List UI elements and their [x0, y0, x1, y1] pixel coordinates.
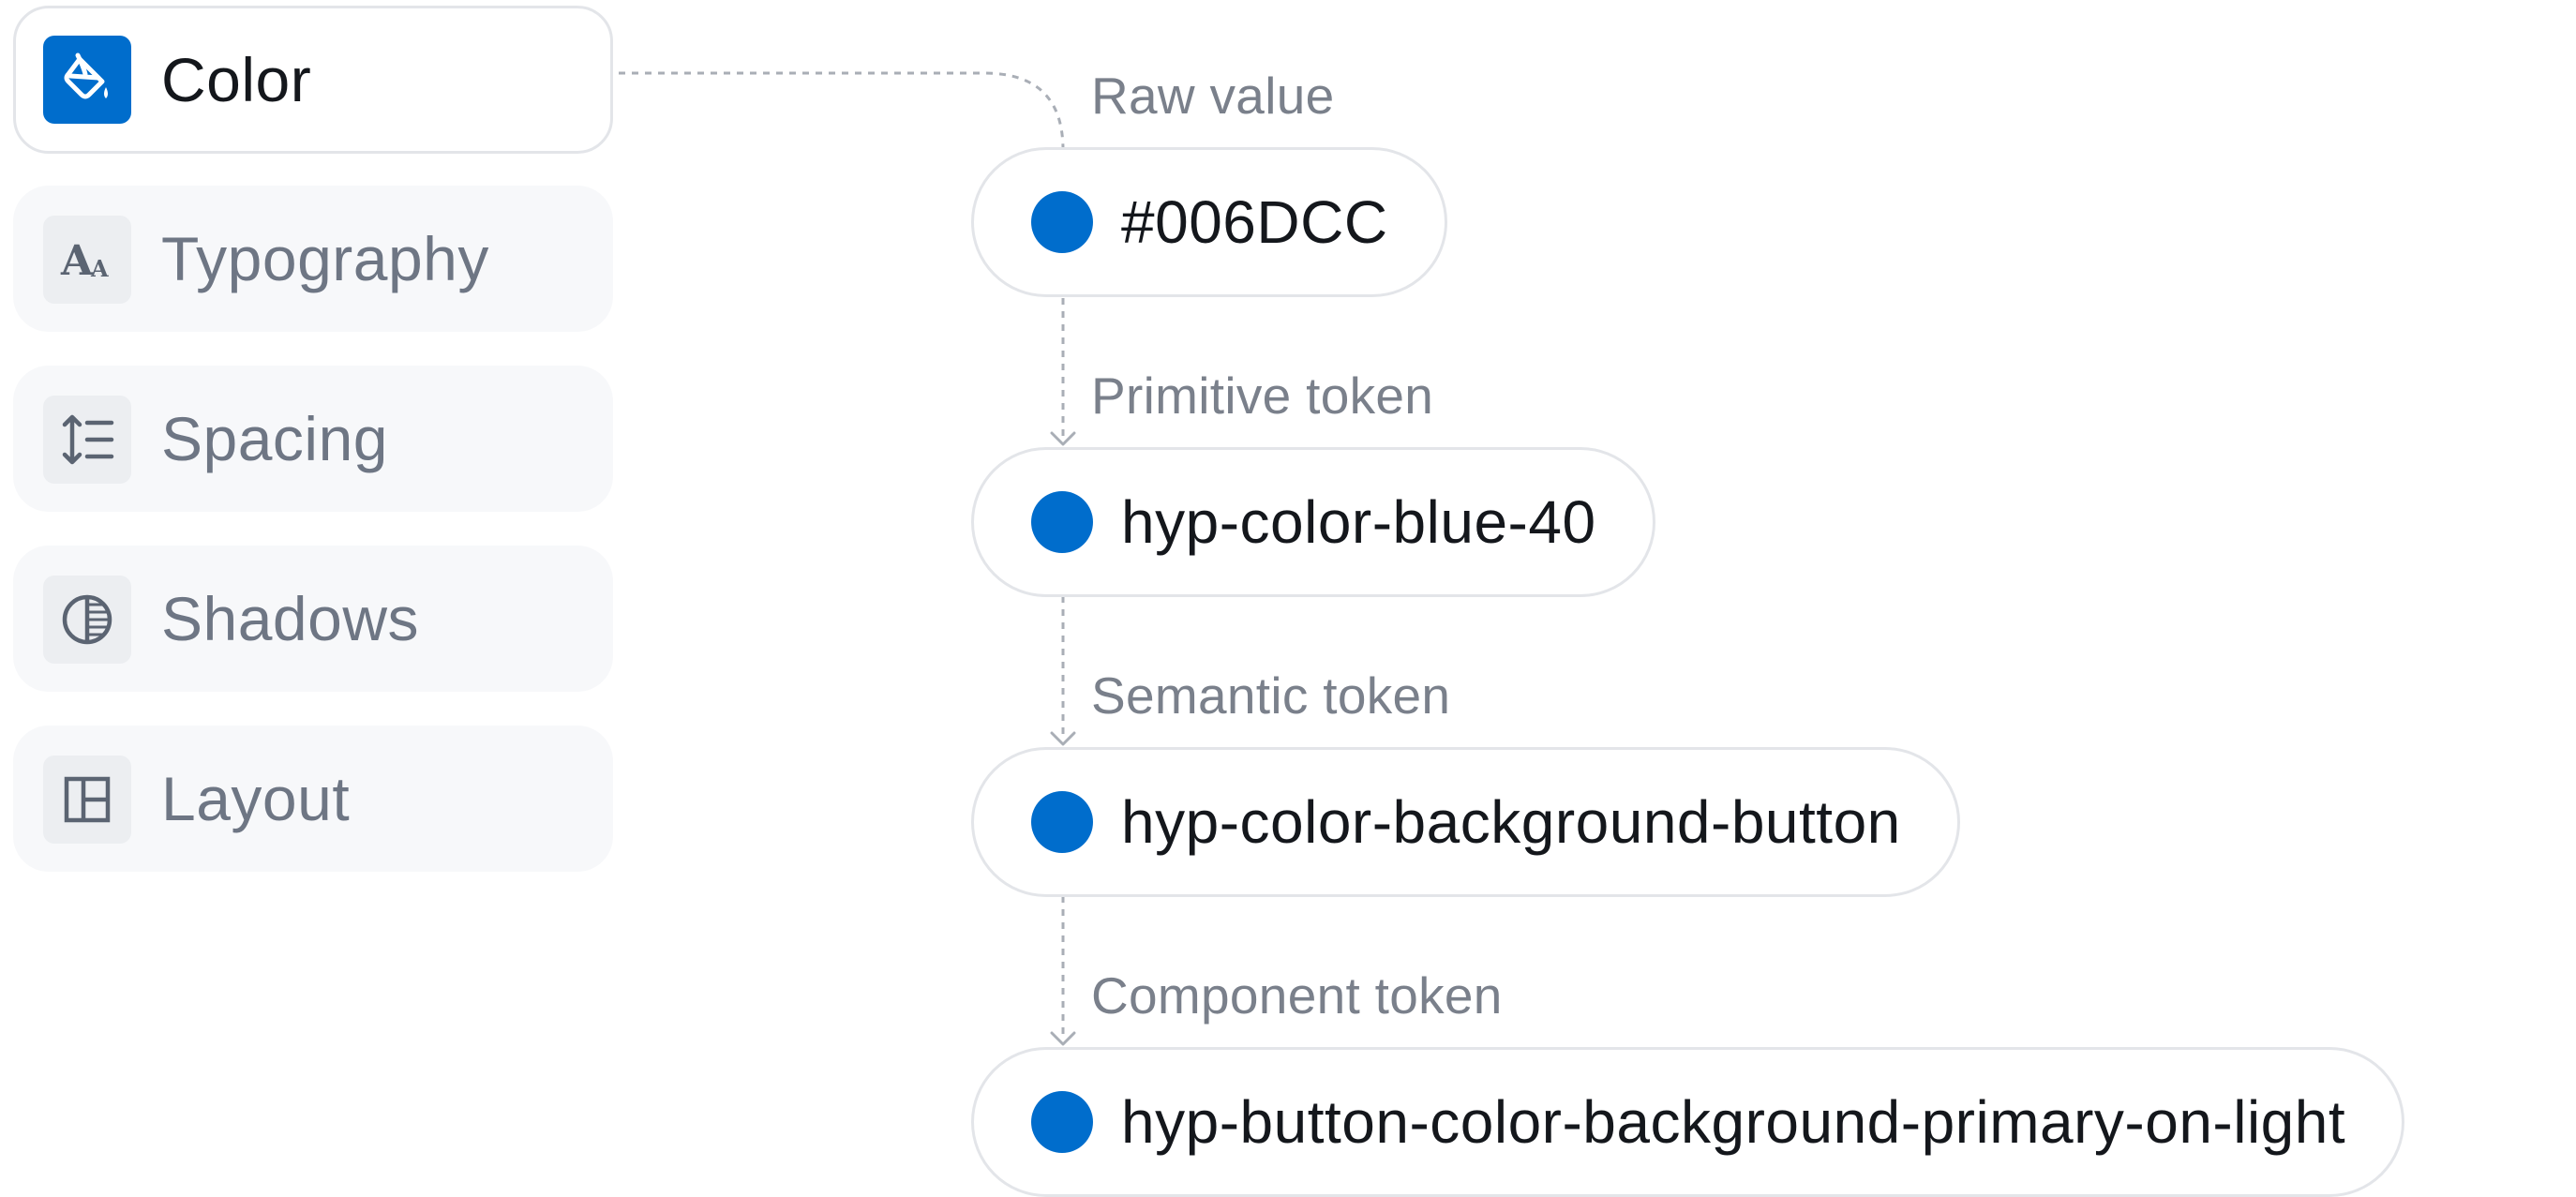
color-swatch — [1031, 1091, 1093, 1153]
stage-label-semantic-token: Semantic token — [1091, 666, 1451, 725]
sidebar-item-spacing[interactable]: Spacing — [13, 366, 613, 512]
sidebar-item-typography[interactable]: A A Typography — [13, 186, 613, 332]
color-swatch — [1031, 791, 1093, 853]
paint-bucket-icon — [43, 36, 131, 124]
color-swatch — [1031, 491, 1093, 553]
token-pill-component: hyp-button-color-background-primary-on-l… — [971, 1047, 2405, 1197]
token-value: hyp-color-blue-40 — [1121, 488, 1596, 556]
svg-text:A: A — [90, 255, 109, 282]
connector-color-to-raw — [619, 71, 1065, 151]
sidebar-item-color[interactable]: Color — [13, 6, 613, 154]
arrowhead — [1050, 731, 1076, 746]
sidebar-item-label: Layout — [161, 764, 351, 833]
sidebar-item-label: Spacing — [161, 404, 389, 473]
color-swatch — [1031, 191, 1093, 253]
token-value: hyp-button-color-background-primary-on-l… — [1121, 1088, 2346, 1156]
stage-label-raw-value: Raw value — [1091, 67, 1335, 125]
token-pill-semantic: hyp-color-background-button — [971, 747, 1960, 897]
sidebar-item-layout[interactable]: Layout — [13, 726, 613, 872]
sidebar-item-label: Shadows — [161, 584, 420, 653]
stage-label-component-token: Component token — [1091, 966, 1503, 1025]
contrast-circle-icon — [43, 576, 131, 664]
token-pill-primitive: hyp-color-blue-40 — [971, 447, 1655, 597]
arrowhead — [1050, 431, 1076, 446]
line-spacing-icon — [43, 396, 131, 484]
token-pill-raw-value: #006DCC — [971, 147, 1447, 297]
sidebar-item-label: Color — [161, 45, 312, 114]
stage-label-primitive-token: Primitive token — [1091, 367, 1434, 425]
layout-panel-icon — [43, 756, 131, 844]
svg-text:A: A — [60, 237, 94, 285]
token-value: hyp-color-background-button — [1121, 788, 1901, 856]
arrowhead — [1050, 1031, 1076, 1046]
token-value: #006DCC — [1121, 188, 1388, 256]
sidebar-item-shadows[interactable]: Shadows — [13, 546, 613, 692]
sidebar-item-label: Typography — [161, 224, 489, 293]
font-size-icon: A A — [43, 216, 131, 304]
